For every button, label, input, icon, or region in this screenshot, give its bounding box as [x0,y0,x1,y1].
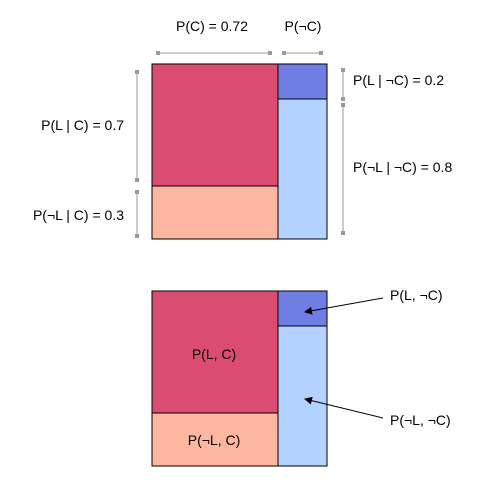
bottom-region-not-l-and-c [151,412,279,467]
top-region-not-l-and-c [151,185,279,240]
measure-line-p-not-l-given-not-c [341,103,345,235]
bottom-region-not-l-and-not-c [277,325,328,467]
measure-line-p-not-c [282,51,323,55]
label-l-and-c: P(L, C) [192,346,236,362]
label-p-l-given-not-c: P(L | ¬C) = 0.2 [353,72,444,88]
label-p-not-c: P(¬C) [285,18,322,34]
label-p-c: P(C) = 0.72 [176,18,248,34]
measure-line-p-not-l-given-c [135,190,139,238]
measure-line-p-l-given-not-c [341,68,345,101]
measure-line-p-c [156,51,272,55]
top-region-l-and-not-c [277,63,328,100]
label-l-and-not-c: P(L, ¬C) [390,287,443,303]
label-p-not-l-given-not-c: P(¬L | ¬C) = 0.8 [353,159,452,175]
label-not-l-and-not-c: P(¬L, ¬C) [390,412,451,428]
top-square-outline [151,63,328,240]
top-diagram: P(C) = 0.72 P(¬C) P(L | C) = 0.7 P(¬L | … [33,18,452,240]
bottom-square-outline [151,290,328,467]
measure-line-p-l-given-c [135,70,139,182]
top-region-l-and-c [151,63,279,187]
label-not-l-and-c: P(¬L, C) [188,432,241,448]
bottom-region-l-and-not-c [277,290,328,327]
top-region-not-l-and-not-c [277,98,328,240]
label-p-l-given-c: P(L | C) = 0.7 [41,117,124,133]
arrow-not-l-and-not-c [304,396,384,419]
label-p-not-l-given-c: P(¬L | C) = 0.3 [33,207,124,223]
bottom-diagram: P(L, C) P(¬L, C) P(L, ¬C) P(¬L, ¬C) [151,287,451,467]
arrow-l-and-not-c [304,297,384,315]
